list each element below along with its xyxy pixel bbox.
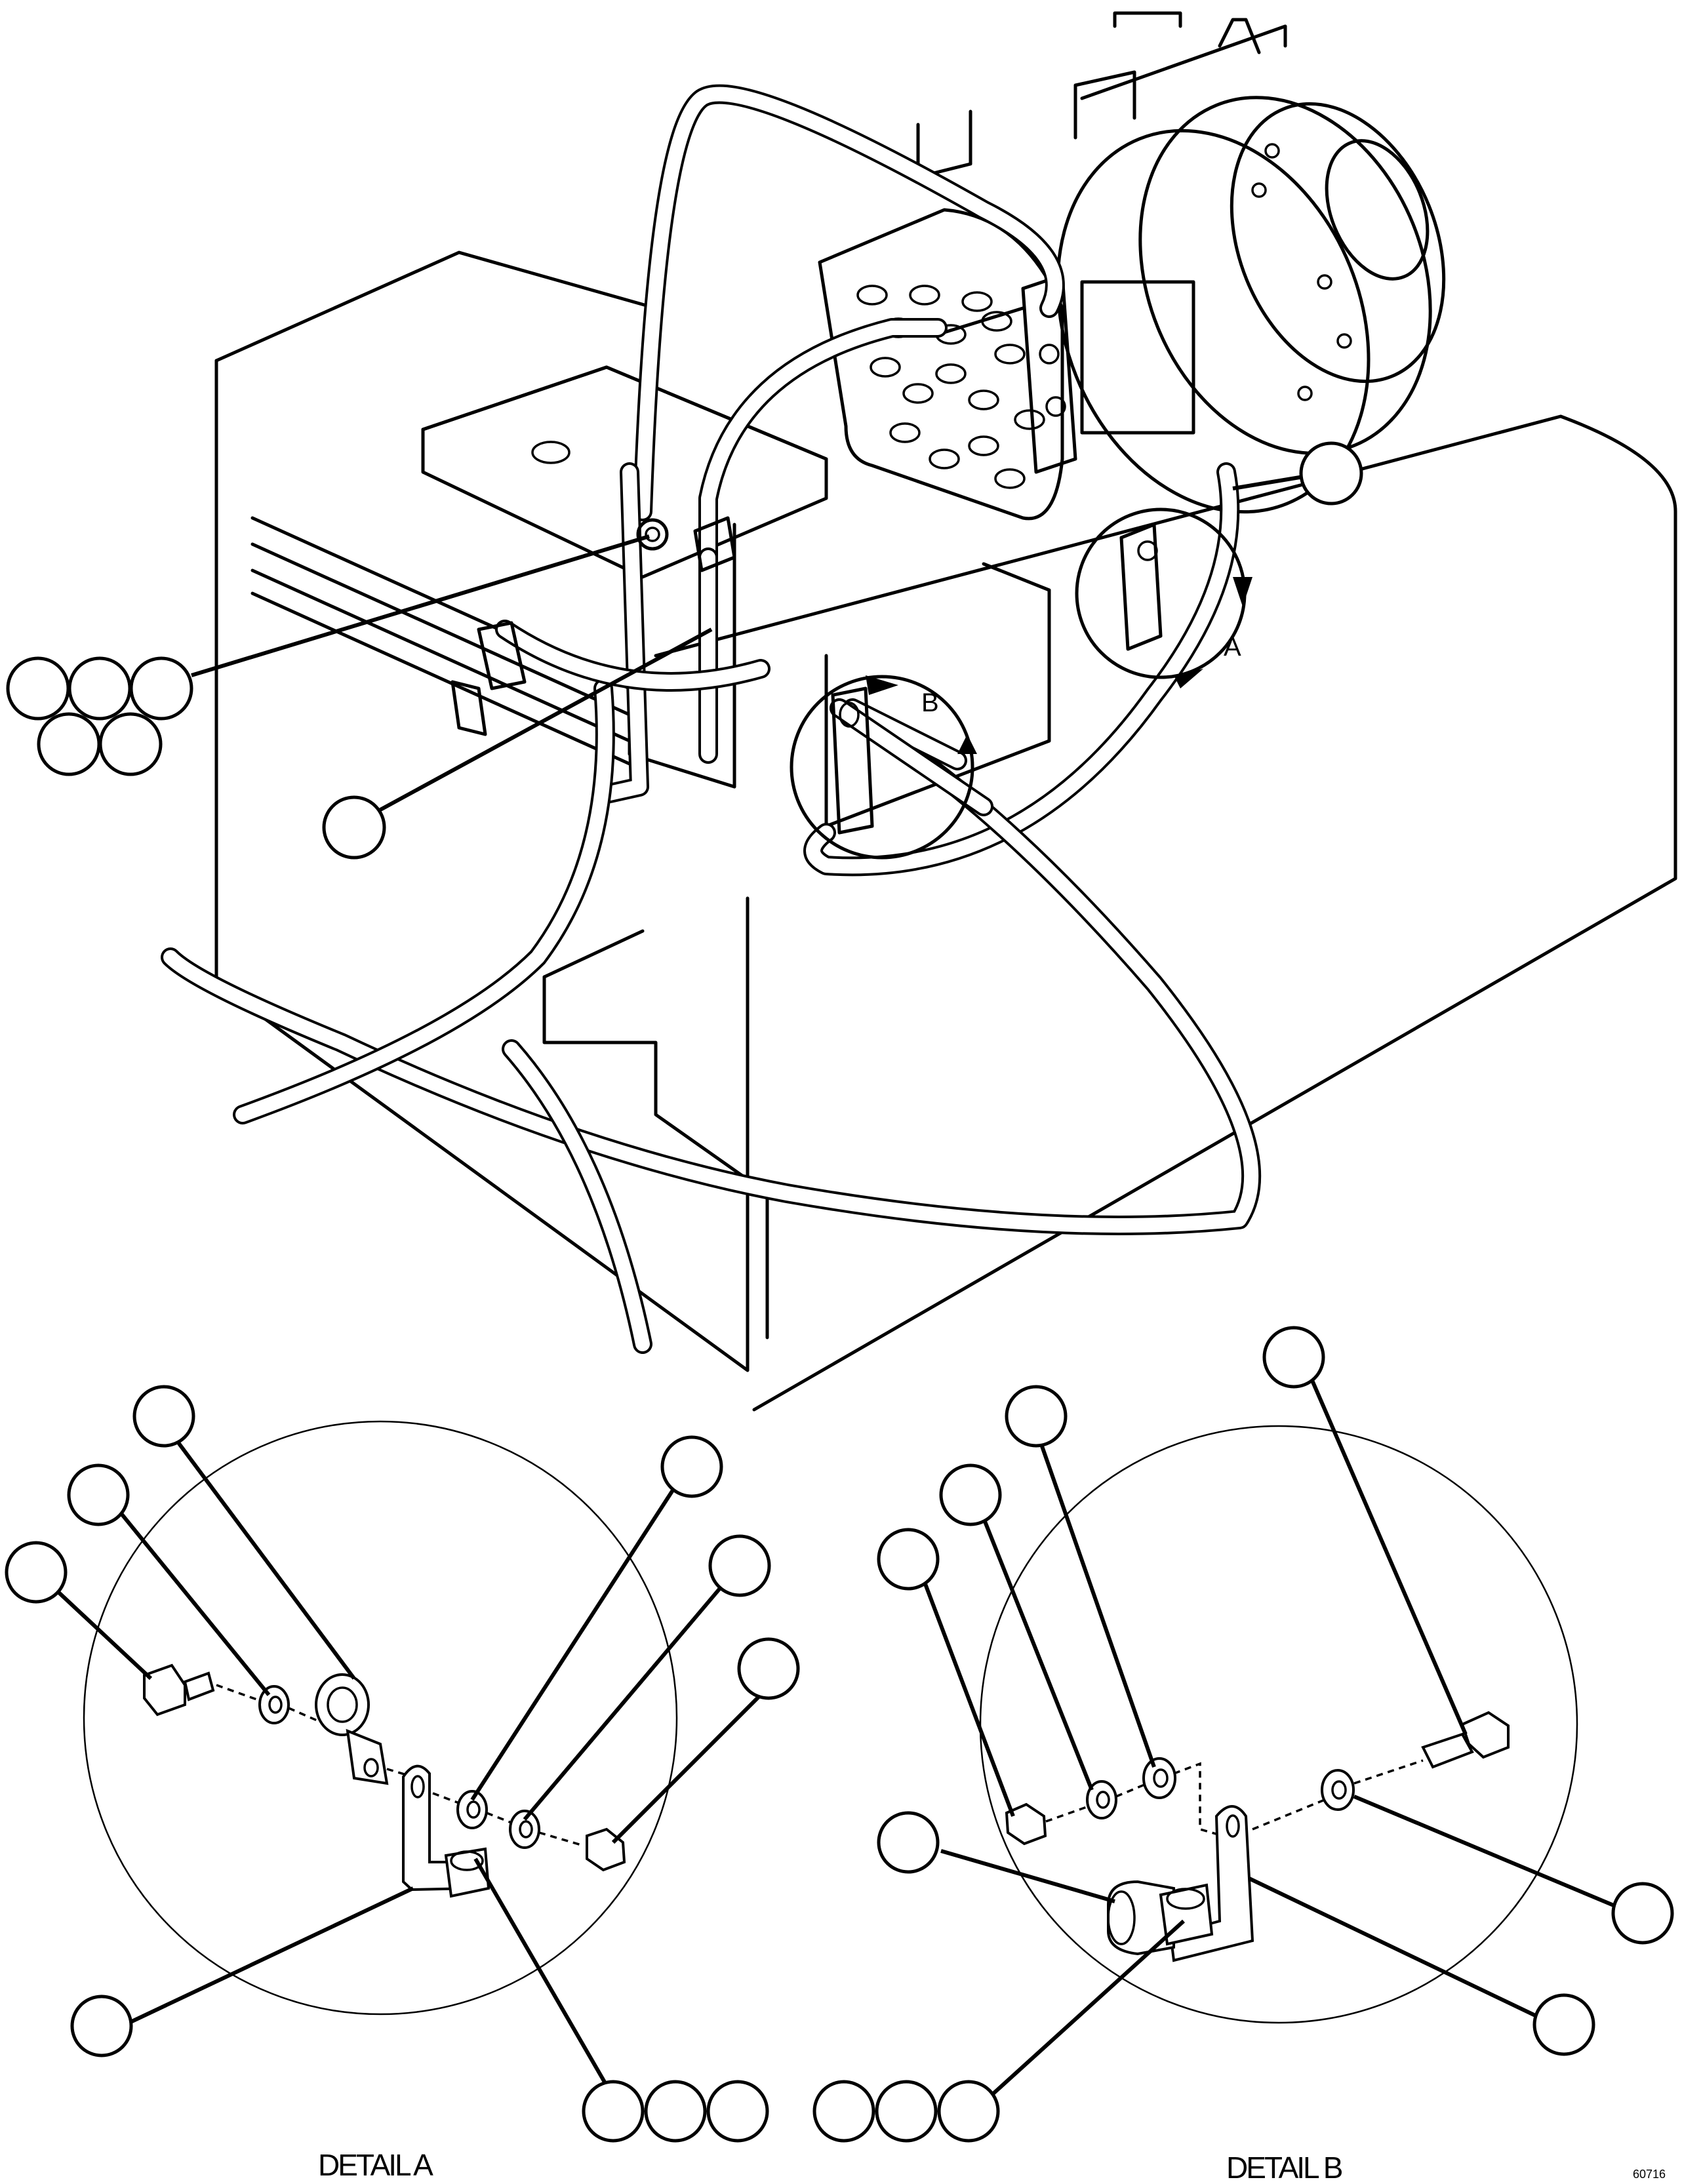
detail-b-bracket bbox=[1169, 1805, 1254, 1962]
callout-bubble bbox=[98, 712, 163, 776]
detail-b-nut bbox=[1005, 1802, 1047, 1846]
callout-bubble bbox=[812, 2080, 875, 2143]
detail-a-washer-2 bbox=[456, 1790, 488, 1829]
detail-a-caption: DETAIL A bbox=[318, 2148, 433, 2182]
crossmember-lower-edge bbox=[542, 975, 769, 1340]
callout-bubble bbox=[1262, 1326, 1325, 1389]
callout-bubble bbox=[5, 1541, 68, 1604]
detail-b-letter: B bbox=[921, 688, 939, 717]
callout-bubble bbox=[939, 1463, 1002, 1526]
alternator bbox=[916, 11, 1446, 514]
detail-b-p-clamp bbox=[1107, 1880, 1175, 1956]
bracket-a-bolt bbox=[1137, 540, 1158, 561]
frame-block-back bbox=[214, 359, 750, 1372]
callout-bubble bbox=[1611, 1882, 1674, 1945]
terminal-lead-end bbox=[981, 311, 1012, 332]
terminal-lead bbox=[936, 306, 1025, 336]
callout-bubble bbox=[1532, 1993, 1595, 2056]
detail-a-lock-washer bbox=[509, 1810, 540, 1849]
detail-b-washer-1 bbox=[1142, 1757, 1176, 1799]
detail-b-locator bbox=[790, 675, 974, 860]
callout-bubble bbox=[875, 2080, 938, 2143]
callout-bubble bbox=[70, 1995, 133, 2057]
detail-a-circle bbox=[83, 1420, 678, 2015]
hose-routing bbox=[161, 84, 1262, 1354]
terminal-stud-2 bbox=[1045, 396, 1066, 417]
detail-a-bolt bbox=[143, 1663, 215, 1717]
callout-bubble bbox=[877, 1528, 940, 1591]
detail-a-letter: A bbox=[1224, 633, 1241, 662]
callout-bubble bbox=[937, 2080, 1000, 2143]
detail-b-bolt bbox=[1421, 1711, 1510, 1769]
detail-b-caption: DETAIL B bbox=[1226, 2151, 1342, 2184]
side-rail-2 bbox=[250, 542, 631, 717]
upper-box-top bbox=[421, 365, 828, 461]
callout-bubble bbox=[660, 1435, 723, 1498]
callout-bubble bbox=[37, 712, 101, 776]
callout-bubble bbox=[877, 1811, 940, 1874]
clamp-upper bbox=[693, 516, 736, 572]
callout-bubble bbox=[737, 1637, 800, 1700]
callout-bubble bbox=[708, 1534, 771, 1597]
detail-b-lock-washer bbox=[1086, 1780, 1117, 1819]
connector-1 bbox=[477, 621, 527, 690]
callout-bubble bbox=[6, 656, 70, 721]
detail-b-arrow-2 bbox=[957, 734, 977, 754]
frame-block-top-edge bbox=[214, 250, 658, 363]
leader-main-fitting bbox=[191, 534, 650, 677]
bracket-b-clamp bbox=[831, 686, 874, 835]
callout-bubble bbox=[68, 656, 132, 721]
connector-2 bbox=[451, 680, 487, 736]
lower-box bbox=[824, 562, 1051, 828]
side-rail-3 bbox=[250, 568, 631, 743]
callout-bubble bbox=[1005, 1385, 1068, 1448]
bracket-b-hole bbox=[839, 702, 860, 728]
bracket-a-clamp bbox=[1119, 523, 1163, 651]
crossmember-left-edge bbox=[542, 929, 645, 979]
callout-bubble bbox=[129, 656, 193, 721]
alternator-fan-grille bbox=[818, 208, 1064, 521]
crossmember-panel bbox=[654, 414, 1677, 1412]
callout-bubble bbox=[1299, 441, 1363, 506]
leader-main-alternator bbox=[1232, 473, 1312, 490]
main-assembly-view: A B bbox=[6, 11, 1677, 1412]
detail-b-washer-2 bbox=[1321, 1769, 1355, 1811]
callout-bubble bbox=[67, 1463, 130, 1526]
detail-a-arrow-1 bbox=[1233, 577, 1252, 606]
callout-bubble bbox=[322, 795, 386, 860]
detail-b-arrow-1 bbox=[866, 675, 898, 695]
callout-bubble bbox=[644, 2080, 707, 2143]
callout-bubble bbox=[706, 2080, 769, 2143]
callout-bubble bbox=[132, 1385, 195, 1448]
leader-main-hose bbox=[379, 627, 713, 812]
detail-b-view: DETAIL B bbox=[812, 1326, 1674, 2184]
figure-id: 60716 bbox=[1633, 2168, 1666, 2181]
fitting-nut-main bbox=[636, 518, 669, 551]
detail-a-arrow-2 bbox=[1174, 669, 1203, 688]
fitting-nut-main-inner bbox=[645, 526, 660, 542]
upper-box-hole bbox=[531, 441, 571, 464]
terminal-stud-1 bbox=[1039, 344, 1060, 365]
callout-bubble bbox=[582, 2080, 645, 2143]
detail-a-view: DETAIL A bbox=[5, 1385, 800, 2182]
side-rail-4 bbox=[250, 591, 631, 766]
detail-a-p-clamp bbox=[315, 1673, 389, 1785]
